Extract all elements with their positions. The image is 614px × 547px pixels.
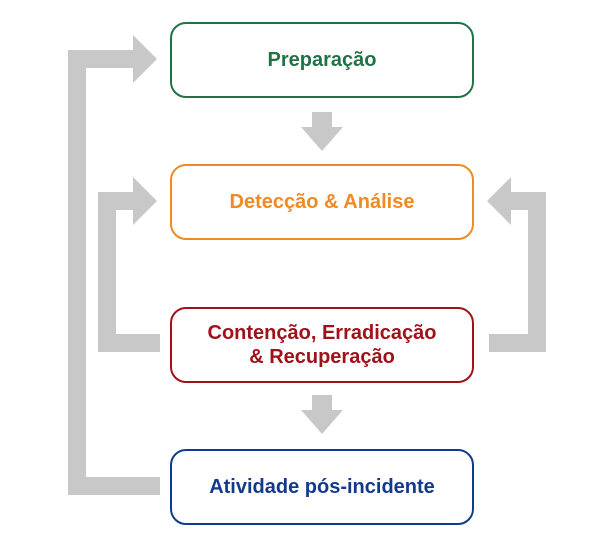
step-deteccao-analise: Detecção & Análise xyxy=(170,164,474,240)
step-preparacao-label: Preparação xyxy=(267,49,377,71)
step-contencao-label-line-1: Contenção, Erradicação xyxy=(207,322,437,344)
step-preparacao: Preparação xyxy=(170,22,474,98)
arrow-down-prep-to-det xyxy=(301,112,343,151)
loop-arrow-cont-to-det-right xyxy=(487,177,546,352)
step-atividade-pos-incidente-label: Atividade pós-incidente xyxy=(209,476,435,498)
step-contencao-label-line-2: & Recuperação xyxy=(249,346,395,368)
loop-arrow-cont-to-det-left xyxy=(98,177,160,352)
arrow-down-cont-to-pos xyxy=(301,395,343,434)
step-contencao-erradicacao-recuperacao: Contenção, Erradicação & Recuperação xyxy=(170,307,474,383)
step-deteccao-analise-label: Detecção & Análise xyxy=(229,191,415,213)
step-atividade-pos-incidente: Atividade pós-incidente xyxy=(170,449,474,525)
loop-arrow-pos-to-prep xyxy=(68,35,160,495)
step-contencao-label: Contenção, Erradicação & Recuperação xyxy=(208,321,437,369)
